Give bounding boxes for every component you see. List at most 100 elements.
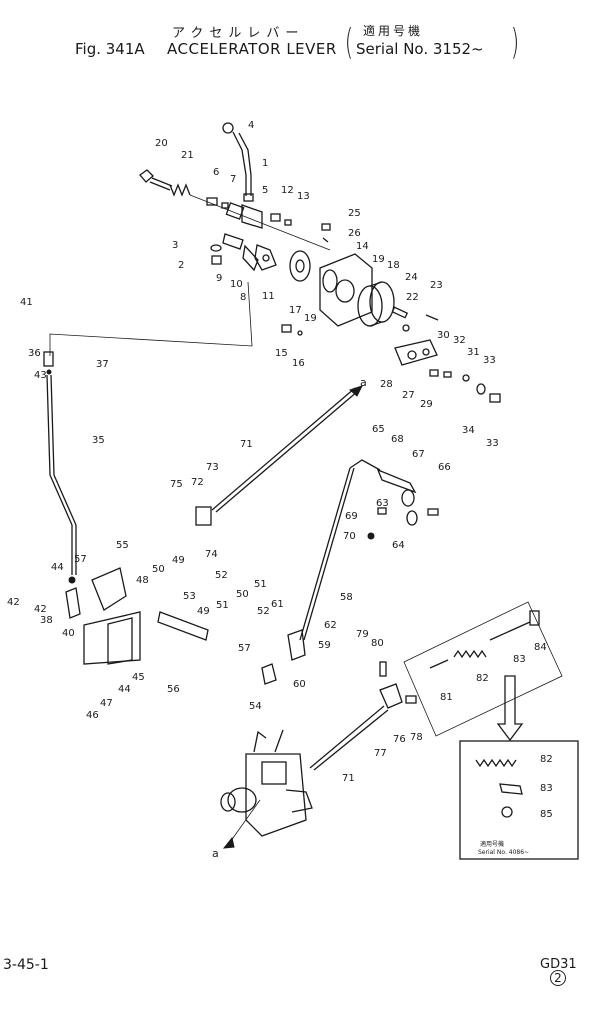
callout-8: 8 (240, 292, 246, 303)
callout-15: 15 (275, 348, 288, 359)
callout-66: 66 (438, 462, 451, 473)
serial-range: Serial No. 3152~ (356, 40, 484, 58)
upper-lever-assembly (49, 122, 501, 403)
callout-37: 37 (96, 359, 109, 370)
callout-44: 44 (118, 684, 131, 695)
callout-9: 9 (216, 273, 222, 284)
callout-79: 79 (356, 629, 369, 640)
left-linkage (43, 351, 381, 685)
callout-82: 82 (540, 754, 553, 765)
callout-62: 62 (324, 620, 337, 631)
section-mark-top: a (360, 376, 367, 389)
lower-cable-assembly (220, 601, 563, 849)
callout-84: 84 (534, 642, 547, 653)
callout-76: 76 (393, 734, 406, 745)
callout-57: 57 (74, 554, 87, 565)
callout-45: 45 (132, 672, 145, 683)
callout-75: 75 (170, 479, 183, 490)
callout-25: 25 (348, 208, 361, 219)
callout-58: 58 (340, 592, 353, 603)
callout-51: 51 (254, 579, 267, 590)
callout-40: 40 (62, 628, 75, 639)
callout-17: 17 (289, 305, 302, 316)
callout-30: 30 (437, 330, 450, 341)
callout-2: 2 (178, 260, 184, 271)
callout-83: 83 (540, 783, 553, 794)
inset-box (459, 740, 579, 860)
callout-20: 20 (155, 138, 168, 149)
callout-52: 52 (257, 606, 270, 617)
part-callouts: 1234567891011121314151617181919202122232… (7, 120, 553, 820)
callout-41: 41 (20, 297, 33, 308)
inset-note-en: Serial No. 4086~ (478, 849, 529, 856)
callout-81: 81 (440, 692, 453, 703)
title-japanese: アクセルレバー (172, 26, 305, 41)
callout-23: 23 (430, 280, 443, 291)
callout-27: 27 (402, 390, 415, 401)
callout-82: 82 (476, 673, 489, 684)
callout-50: 50 (236, 589, 249, 600)
callout-38: 38 (40, 615, 53, 626)
model-code: GD31 (540, 957, 577, 972)
callout-36: 36 (28, 348, 41, 359)
callout-44: 44 (51, 562, 64, 573)
callout-3: 3 (172, 240, 178, 251)
callout-10: 10 (230, 279, 243, 290)
callout-46: 46 (86, 710, 99, 721)
callout-28: 28 (380, 379, 393, 390)
callout-19: 19 (304, 313, 317, 324)
callout-56: 56 (167, 684, 180, 695)
paren-close: ) (510, 22, 520, 63)
callout-24: 24 (405, 272, 418, 283)
callout-74: 74 (205, 549, 218, 560)
callout-21: 21 (181, 150, 194, 161)
callout-71: 71 (342, 773, 355, 784)
page-reference: 3-45-1 (3, 957, 49, 973)
callout-31: 31 (467, 347, 480, 358)
callout-49: 49 (197, 606, 210, 617)
callout-16: 16 (292, 358, 305, 369)
right-linkage (367, 468, 439, 540)
callout-67: 67 (412, 449, 425, 460)
sheet-mark: 2 (550, 970, 566, 986)
callout-6: 6 (213, 167, 219, 178)
callout-22: 22 (406, 292, 419, 303)
callout-11: 11 (262, 291, 275, 302)
callout-77: 77 (374, 748, 387, 759)
callout-80: 80 (371, 638, 384, 649)
callout-47: 47 (100, 698, 113, 709)
callout-1: 1 (262, 158, 268, 169)
paren-open: ( (344, 22, 354, 63)
callout-71: 71 (240, 439, 253, 450)
inset-note-jp: 適用号機 (480, 840, 504, 848)
callout-59: 59 (318, 640, 331, 651)
callout-57: 57 (238, 643, 251, 654)
figure-number: Fig. 341A (75, 40, 145, 58)
callout-60: 60 (293, 679, 306, 690)
callout-55: 55 (116, 540, 129, 551)
callout-72: 72 (191, 477, 204, 488)
callout-61: 61 (271, 599, 284, 610)
callout-7: 7 (230, 174, 236, 185)
callout-73: 73 (206, 462, 219, 473)
callout-78: 78 (410, 732, 423, 743)
callout-35: 35 (92, 435, 105, 446)
callout-49: 49 (172, 555, 185, 566)
callout-4: 4 (248, 120, 254, 131)
callout-69: 69 (345, 511, 358, 522)
callout-70: 70 (343, 531, 356, 542)
callout-48: 48 (136, 575, 149, 586)
callout-33: 33 (483, 355, 496, 366)
serial-label-japanese: 適用号機 (363, 24, 424, 38)
callout-12: 12 (281, 185, 294, 196)
callout-32: 32 (453, 335, 466, 346)
callout-85: 85 (540, 809, 553, 820)
callout-52: 52 (215, 570, 228, 581)
callout-43: 43 (34, 370, 47, 381)
callout-64: 64 (392, 540, 405, 551)
callout-19: 19 (372, 254, 385, 265)
callout-54: 54 (249, 701, 262, 712)
callout-5: 5 (262, 185, 268, 196)
figure-title: ACCELERATOR LEVER (167, 40, 337, 58)
